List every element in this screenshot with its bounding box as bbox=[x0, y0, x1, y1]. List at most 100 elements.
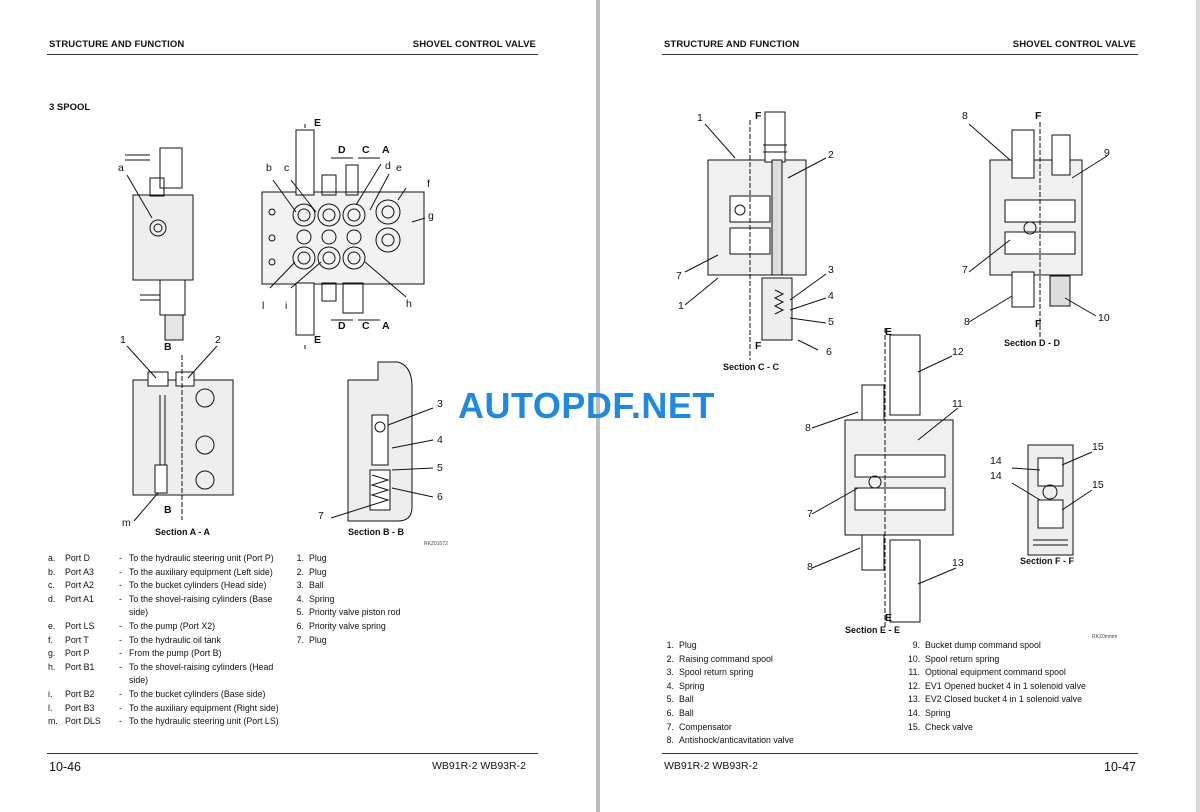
part-item: 7. Plug bbox=[292, 634, 400, 648]
port-legend-row: c.Port A2-To the bucket cylinders (Head … bbox=[48, 579, 289, 593]
caption-section-d: Section D - D bbox=[1004, 338, 1061, 348]
caption-section-b: Section B - B bbox=[348, 527, 405, 537]
callout-a: a bbox=[118, 162, 124, 174]
port-name: Port A1 bbox=[65, 593, 94, 604]
part-name: Priority valve piston rod bbox=[309, 607, 401, 618]
port-legend-row: e.Port LS-To the pump (Port X2) bbox=[48, 620, 289, 634]
part-item: 5. Priority valve piston rod bbox=[292, 606, 401, 620]
part-item: 11.Optional equipment command spool bbox=[908, 666, 1086, 680]
part-item: 1.Plug bbox=[292, 552, 400, 566]
left-page: STRUCTURE AND FUNCTION SHOVEL CONTROL VA… bbox=[0, 0, 596, 812]
port-key: i. bbox=[48, 688, 53, 699]
callout-3: 3 bbox=[437, 398, 443, 410]
port-legend-row: f.Port T-To the hydraulic oil tank bbox=[48, 634, 289, 648]
spool-valve-drawing-right bbox=[684, 111, 1108, 628]
part-name: Ball bbox=[679, 694, 694, 705]
port-name: Port DLS bbox=[65, 716, 101, 727]
callout-F-top-d: F bbox=[1035, 110, 1042, 122]
model-name: WB91R-2 WB93R-2 bbox=[664, 760, 758, 772]
callout-F-top-c: F bbox=[755, 110, 762, 122]
port-dash: - bbox=[119, 648, 122, 659]
part-number: 9. bbox=[912, 640, 920, 650]
callout-g: g bbox=[428, 210, 434, 222]
port-dash: - bbox=[119, 566, 122, 577]
callout-14-bottom: 14 bbox=[990, 470, 1002, 482]
part-number: 7. bbox=[296, 634, 304, 645]
callout-6: 6 bbox=[437, 491, 443, 503]
callout-7-e: 7 bbox=[807, 508, 813, 520]
port-name: Port D bbox=[65, 553, 90, 563]
port-dash: - bbox=[119, 716, 122, 727]
port-key: c. bbox=[48, 580, 55, 591]
callout-B-bottom: B bbox=[164, 504, 172, 516]
port-name: Port B2 bbox=[65, 688, 95, 699]
port-description: To the pump (Port X2) bbox=[129, 620, 216, 631]
port-legend-row: g.Port P-From the pump (Port B) bbox=[48, 647, 289, 661]
page-number: 10-46 bbox=[49, 760, 81, 774]
callout-f: f bbox=[427, 178, 430, 190]
caption-section-a: Section A - A bbox=[155, 527, 211, 537]
part-name: Check valve bbox=[925, 721, 973, 732]
callout-15-top: 15 bbox=[1092, 441, 1104, 453]
part-number: 5. bbox=[666, 694, 674, 705]
part-number: 7. bbox=[666, 721, 674, 732]
callout-i: i bbox=[285, 300, 288, 312]
callout-7-d: 7 bbox=[962, 264, 968, 276]
port-legend-row: h.Port B1-To the shovel-raising cylinder… bbox=[48, 661, 289, 688]
callout-1: 1 bbox=[120, 334, 126, 346]
callout-A-top: A bbox=[382, 144, 390, 156]
callout-A-bottom: A bbox=[382, 320, 390, 332]
part-item: 6.Priority valve spring bbox=[292, 620, 400, 634]
callout-B-top: B bbox=[164, 341, 172, 353]
port-name: Port A3 bbox=[65, 566, 94, 577]
part-name: Bucket dump command spool bbox=[925, 640, 1041, 650]
port-name: Port LS bbox=[65, 620, 95, 631]
part-item: 3.Ball bbox=[292, 579, 400, 593]
part-name: Priority valve spring bbox=[309, 620, 386, 631]
part-item: 14. Spring bbox=[908, 707, 1086, 721]
callout-14-top: 14 bbox=[990, 455, 1002, 467]
port-description: To the hydraulic steering unit (Port LS) bbox=[129, 716, 279, 727]
port-dash: - bbox=[119, 593, 122, 604]
port-name: Port A2 bbox=[65, 580, 94, 591]
callout-9: 9 bbox=[1104, 147, 1110, 159]
callout-e: e bbox=[396, 162, 402, 174]
part-item: 3.Spool return spring bbox=[662, 666, 794, 680]
callout-7: 7 bbox=[318, 510, 324, 522]
part-name: Ball bbox=[309, 580, 324, 591]
part-number: 12. bbox=[908, 680, 921, 691]
model-name: WB91R-2 WB93R-2 bbox=[432, 760, 526, 772]
port-legend-row: m.Port DLS-To the hydraulic steering uni… bbox=[48, 715, 289, 729]
port-key: h. bbox=[48, 661, 56, 672]
port-legend-row: d.Port A1-To the shovel-raising cylinder… bbox=[48, 593, 289, 620]
callout-h: h bbox=[406, 298, 412, 310]
part-item: 4.Spring bbox=[662, 680, 794, 694]
port-name: Port B1 bbox=[65, 661, 95, 672]
port-key: g. bbox=[48, 648, 56, 659]
section-heading: 3 SPOOL bbox=[49, 102, 91, 113]
port-description: To the bucket cylinders (Base side) bbox=[129, 688, 266, 699]
callout-7-c: 7 bbox=[676, 270, 682, 282]
callout-F-bottom-c: F bbox=[755, 340, 762, 352]
port-legend-row: l.Port B3-To the auxiliary equipment (Ri… bbox=[48, 702, 289, 716]
figure-code: RKZ0mmm bbox=[1092, 634, 1118, 640]
part-name: Optional equipment command spool bbox=[925, 667, 1066, 678]
part-name: Plug bbox=[309, 634, 327, 645]
part-number: 14. bbox=[908, 707, 921, 718]
callout-4: 4 bbox=[828, 290, 834, 302]
callout-11: 11 bbox=[952, 398, 963, 410]
part-name: Spool return spring bbox=[679, 667, 754, 678]
port-name: Port B3 bbox=[65, 702, 95, 713]
callout-15-bottom: 15 bbox=[1092, 479, 1104, 491]
callout-13: 13 bbox=[952, 557, 964, 569]
port-description: To the shovel-raising cylinders (Base si… bbox=[129, 593, 273, 618]
callout-C-bottom: C bbox=[362, 320, 370, 332]
port-key: b. bbox=[48, 566, 56, 577]
part-name: Spring bbox=[925, 707, 951, 718]
port-legend-row: i.Port B2-To the bucket cylinders (Base … bbox=[48, 688, 289, 702]
part-name: Spring bbox=[309, 593, 335, 604]
part-number: 5. bbox=[296, 607, 304, 618]
port-key: a. bbox=[48, 553, 56, 563]
